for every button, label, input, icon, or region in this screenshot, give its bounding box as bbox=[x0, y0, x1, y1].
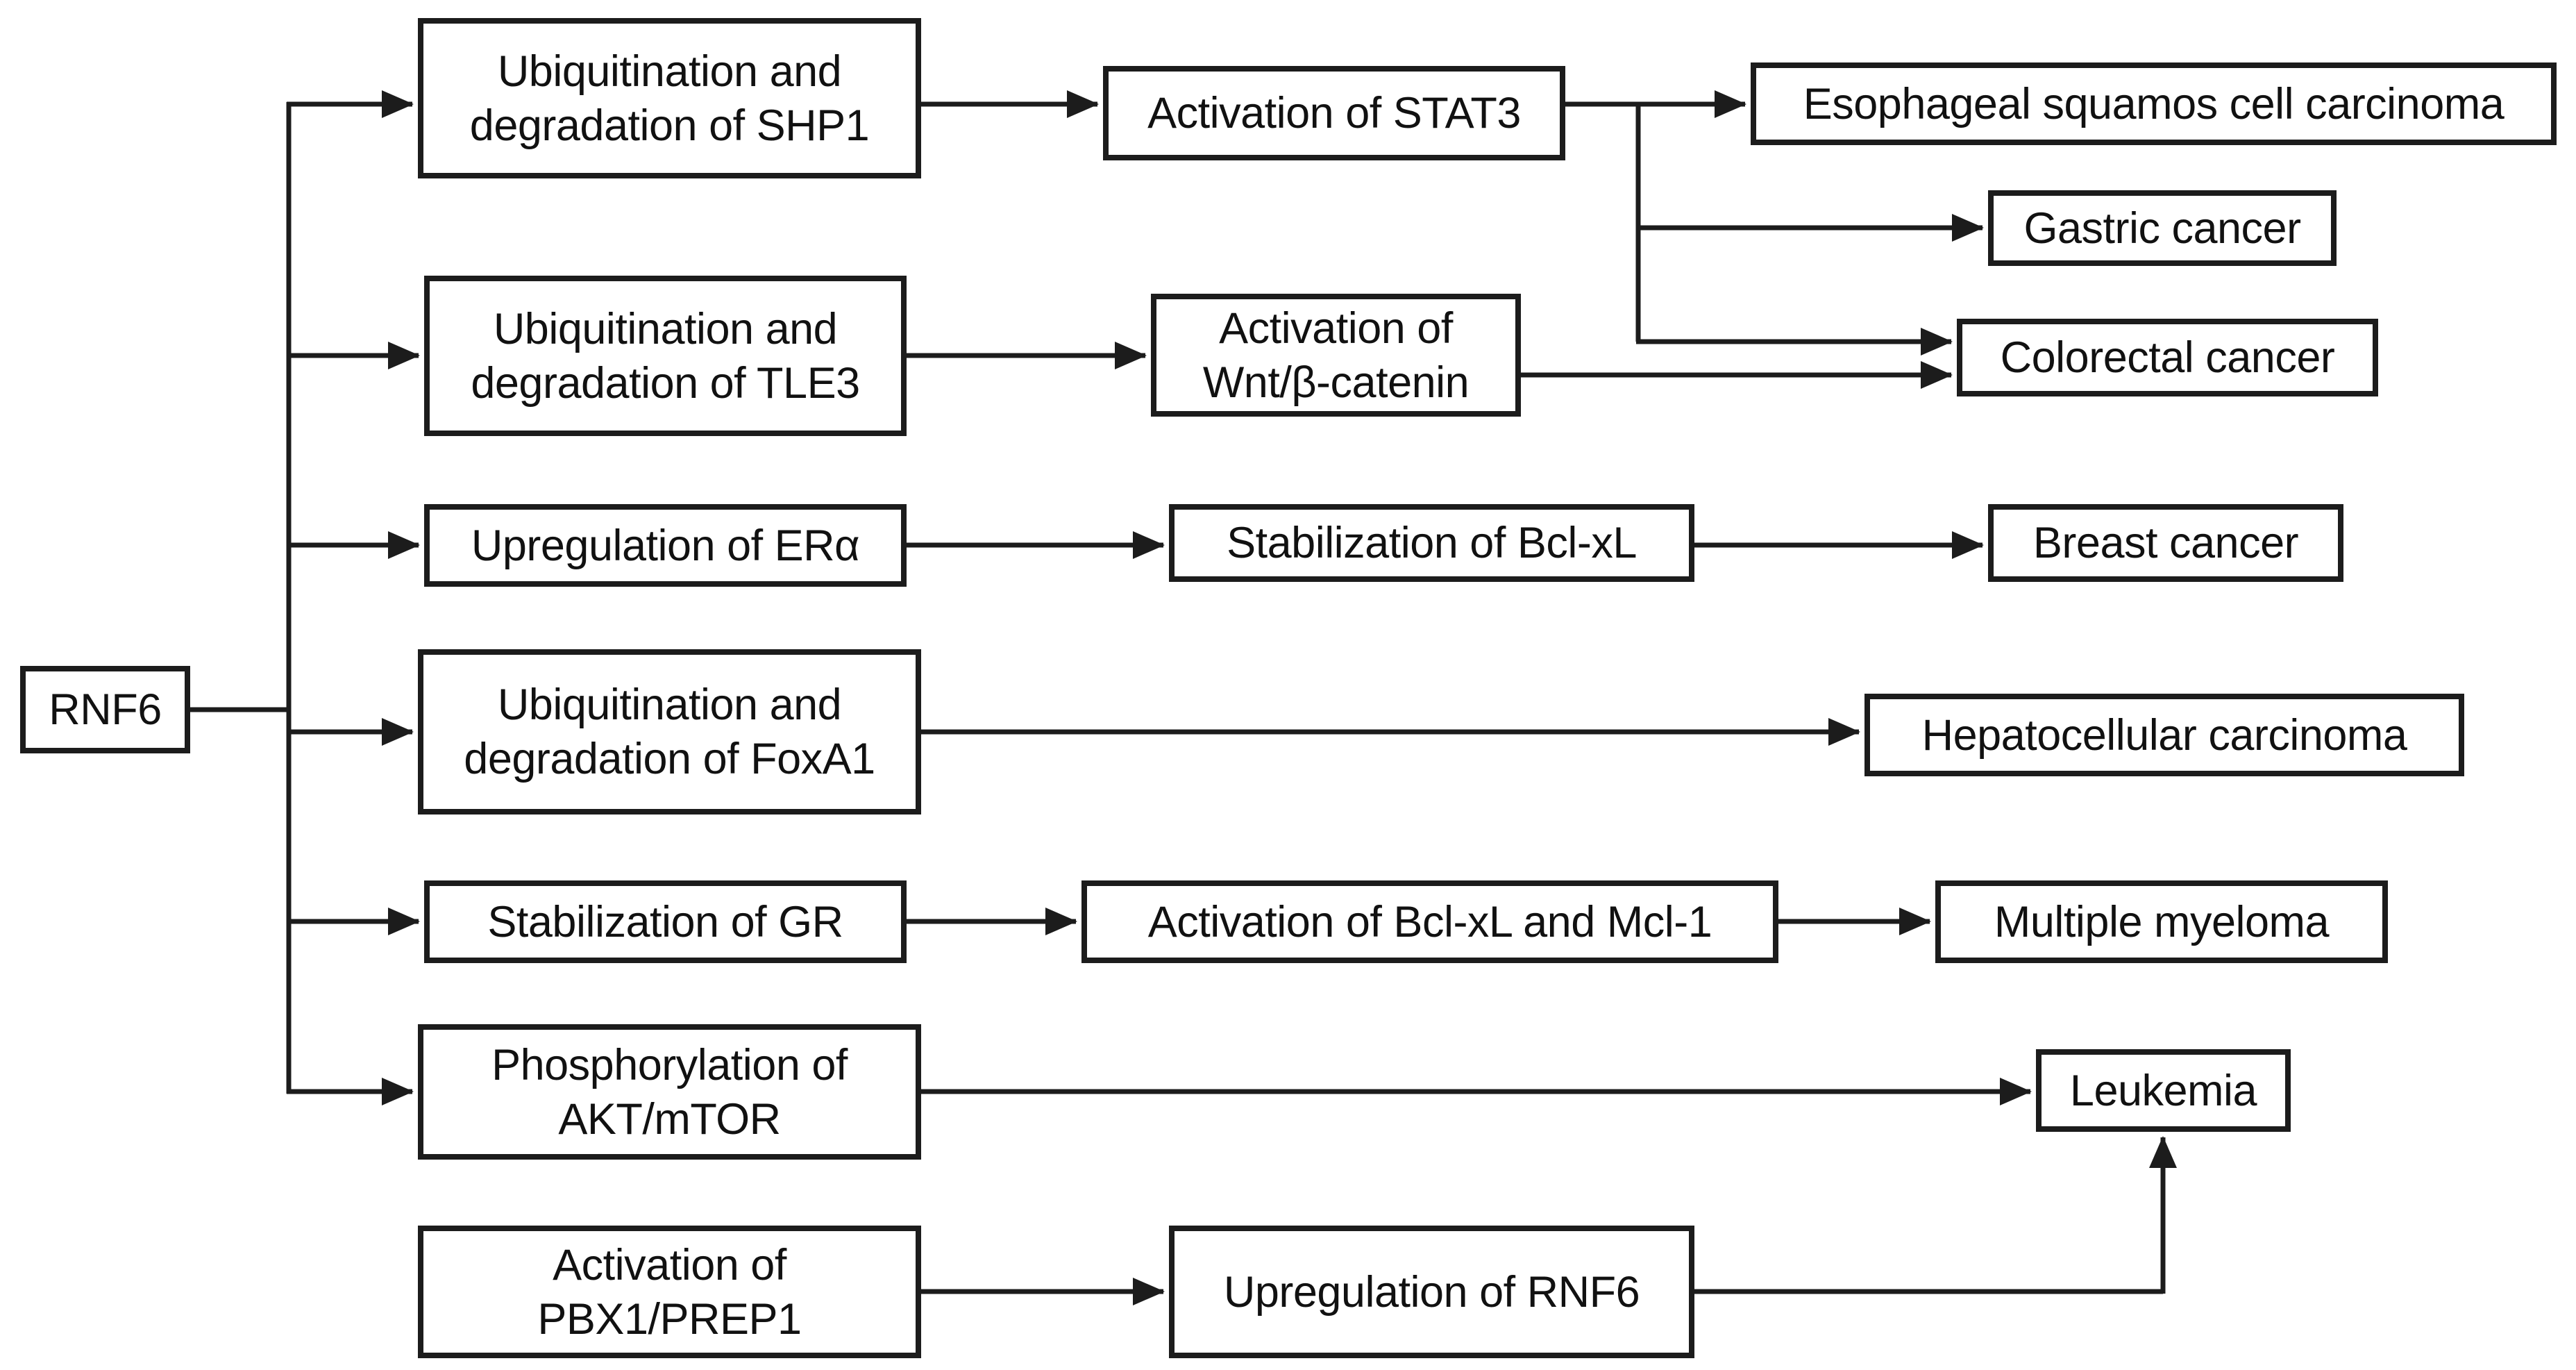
node-akt: Phosphorylation of AKT/mTOR bbox=[418, 1024, 921, 1160]
node-gastric-cancer: Gastric cancer bbox=[1988, 190, 2337, 266]
node-esophageal-carcinoma: Esophageal squamos cell carcinoma bbox=[1751, 62, 2557, 145]
node-hepatocellular-carcinoma: Hepatocellular carcinoma bbox=[1864, 694, 2464, 776]
node-bclxl-mcl1: Activation of Bcl-xL and Mcl-1 bbox=[1081, 880, 1778, 963]
node-gr: Stabilization of GR bbox=[424, 880, 907, 963]
node-breast-cancer: Breast cancer bbox=[1988, 504, 2343, 582]
node-leukemia: Leukemia bbox=[2036, 1049, 2291, 1132]
node-shp1: Ubiquitination and degradation of SHP1 bbox=[418, 18, 921, 178]
node-bclxl: Stabilization of Bcl-xL bbox=[1169, 504, 1694, 582]
node-colorectal-cancer: Colorectal cancer bbox=[1957, 319, 2378, 396]
node-multiple-myeloma: Multiple myeloma bbox=[1935, 880, 2388, 963]
node-rnf6: RNF6 bbox=[20, 666, 190, 753]
node-wnt: Activation of Wnt/β-catenin bbox=[1151, 294, 1521, 417]
node-stat3: Activation of STAT3 bbox=[1103, 66, 1565, 160]
node-pbx1: Activation of PBX1/PREP1 bbox=[418, 1226, 921, 1358]
node-era: Upregulation of ERα bbox=[424, 504, 907, 587]
node-foxa1: Ubiquitination and degradation of FoxA1 bbox=[418, 649, 921, 815]
node-tle3: Ubiquitination and degradation of TLE3 bbox=[424, 276, 907, 436]
node-rnf6-upregulation: Upregulation of RNF6 bbox=[1169, 1226, 1694, 1358]
